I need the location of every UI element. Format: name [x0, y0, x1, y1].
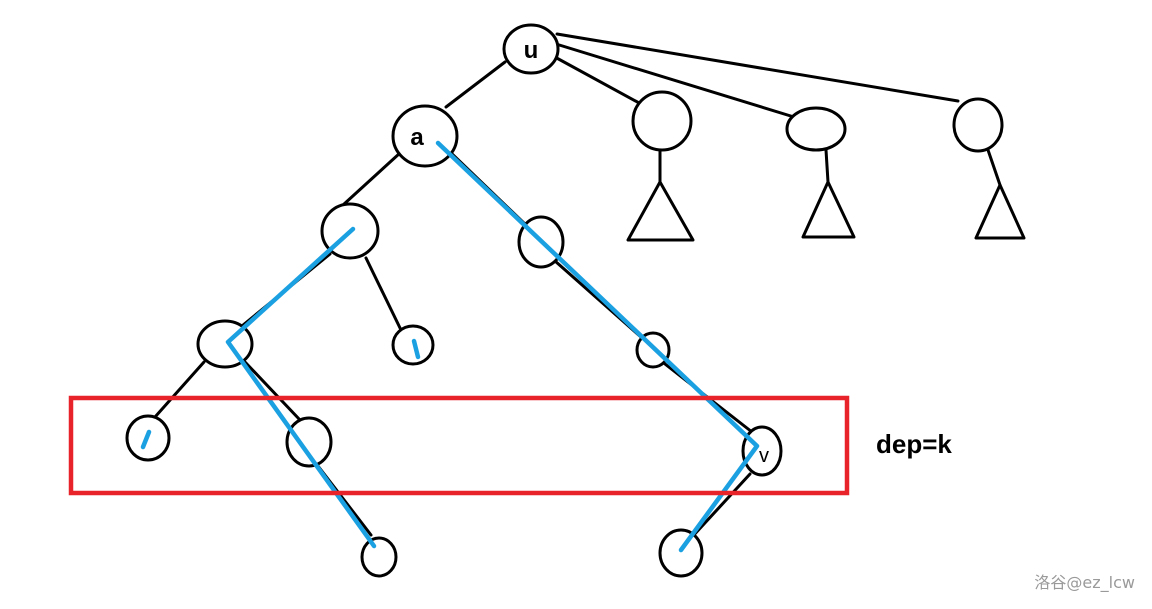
node-a-label: a — [410, 124, 424, 151]
subtree-triangles — [626, 180, 1026, 242]
node-c3 — [952, 97, 1004, 153]
edge-c3-tri — [986, 148, 1002, 187]
tree-edges — [153, 32, 1002, 539]
node-u-label: u — [524, 37, 539, 64]
watermark: 洛谷@ez_lcw — [1034, 573, 1135, 593]
path-b-to-d-to-i — [225, 226, 377, 549]
node-a — [391, 104, 459, 168]
node-h — [285, 416, 333, 468]
highlighted-paths — [140, 140, 760, 553]
edge-c2-tri — [824, 148, 830, 184]
node-u — [502, 23, 560, 75]
node-j — [658, 528, 704, 578]
edge-u-c1 — [551, 54, 643, 106]
edge-d-g — [153, 360, 206, 419]
edge-u-c2 — [554, 42, 796, 119]
edge-u-a — [444, 60, 507, 109]
edge-b-e — [364, 256, 403, 332]
edge-v-j — [690, 472, 752, 539]
edge-u-c3 — [555, 32, 960, 103]
subtree-triangle-3 — [974, 183, 1026, 240]
node-c2 — [785, 106, 847, 152]
node-v-label: v — [759, 445, 769, 467]
edge-a-b — [341, 151, 402, 207]
path-mark-g — [140, 429, 152, 450]
subtree-triangle-1 — [626, 180, 695, 242]
subtree-triangle-2 — [801, 180, 856, 239]
depth-k-highlight-box — [68, 395, 850, 496]
edge-d-h — [243, 360, 302, 422]
path-mark-e — [411, 338, 421, 360]
path-a-to-v-to-j — [435, 140, 760, 553]
node-i — [360, 536, 398, 578]
node-c1 — [631, 90, 693, 152]
depth-label: dep=k — [876, 429, 952, 459]
